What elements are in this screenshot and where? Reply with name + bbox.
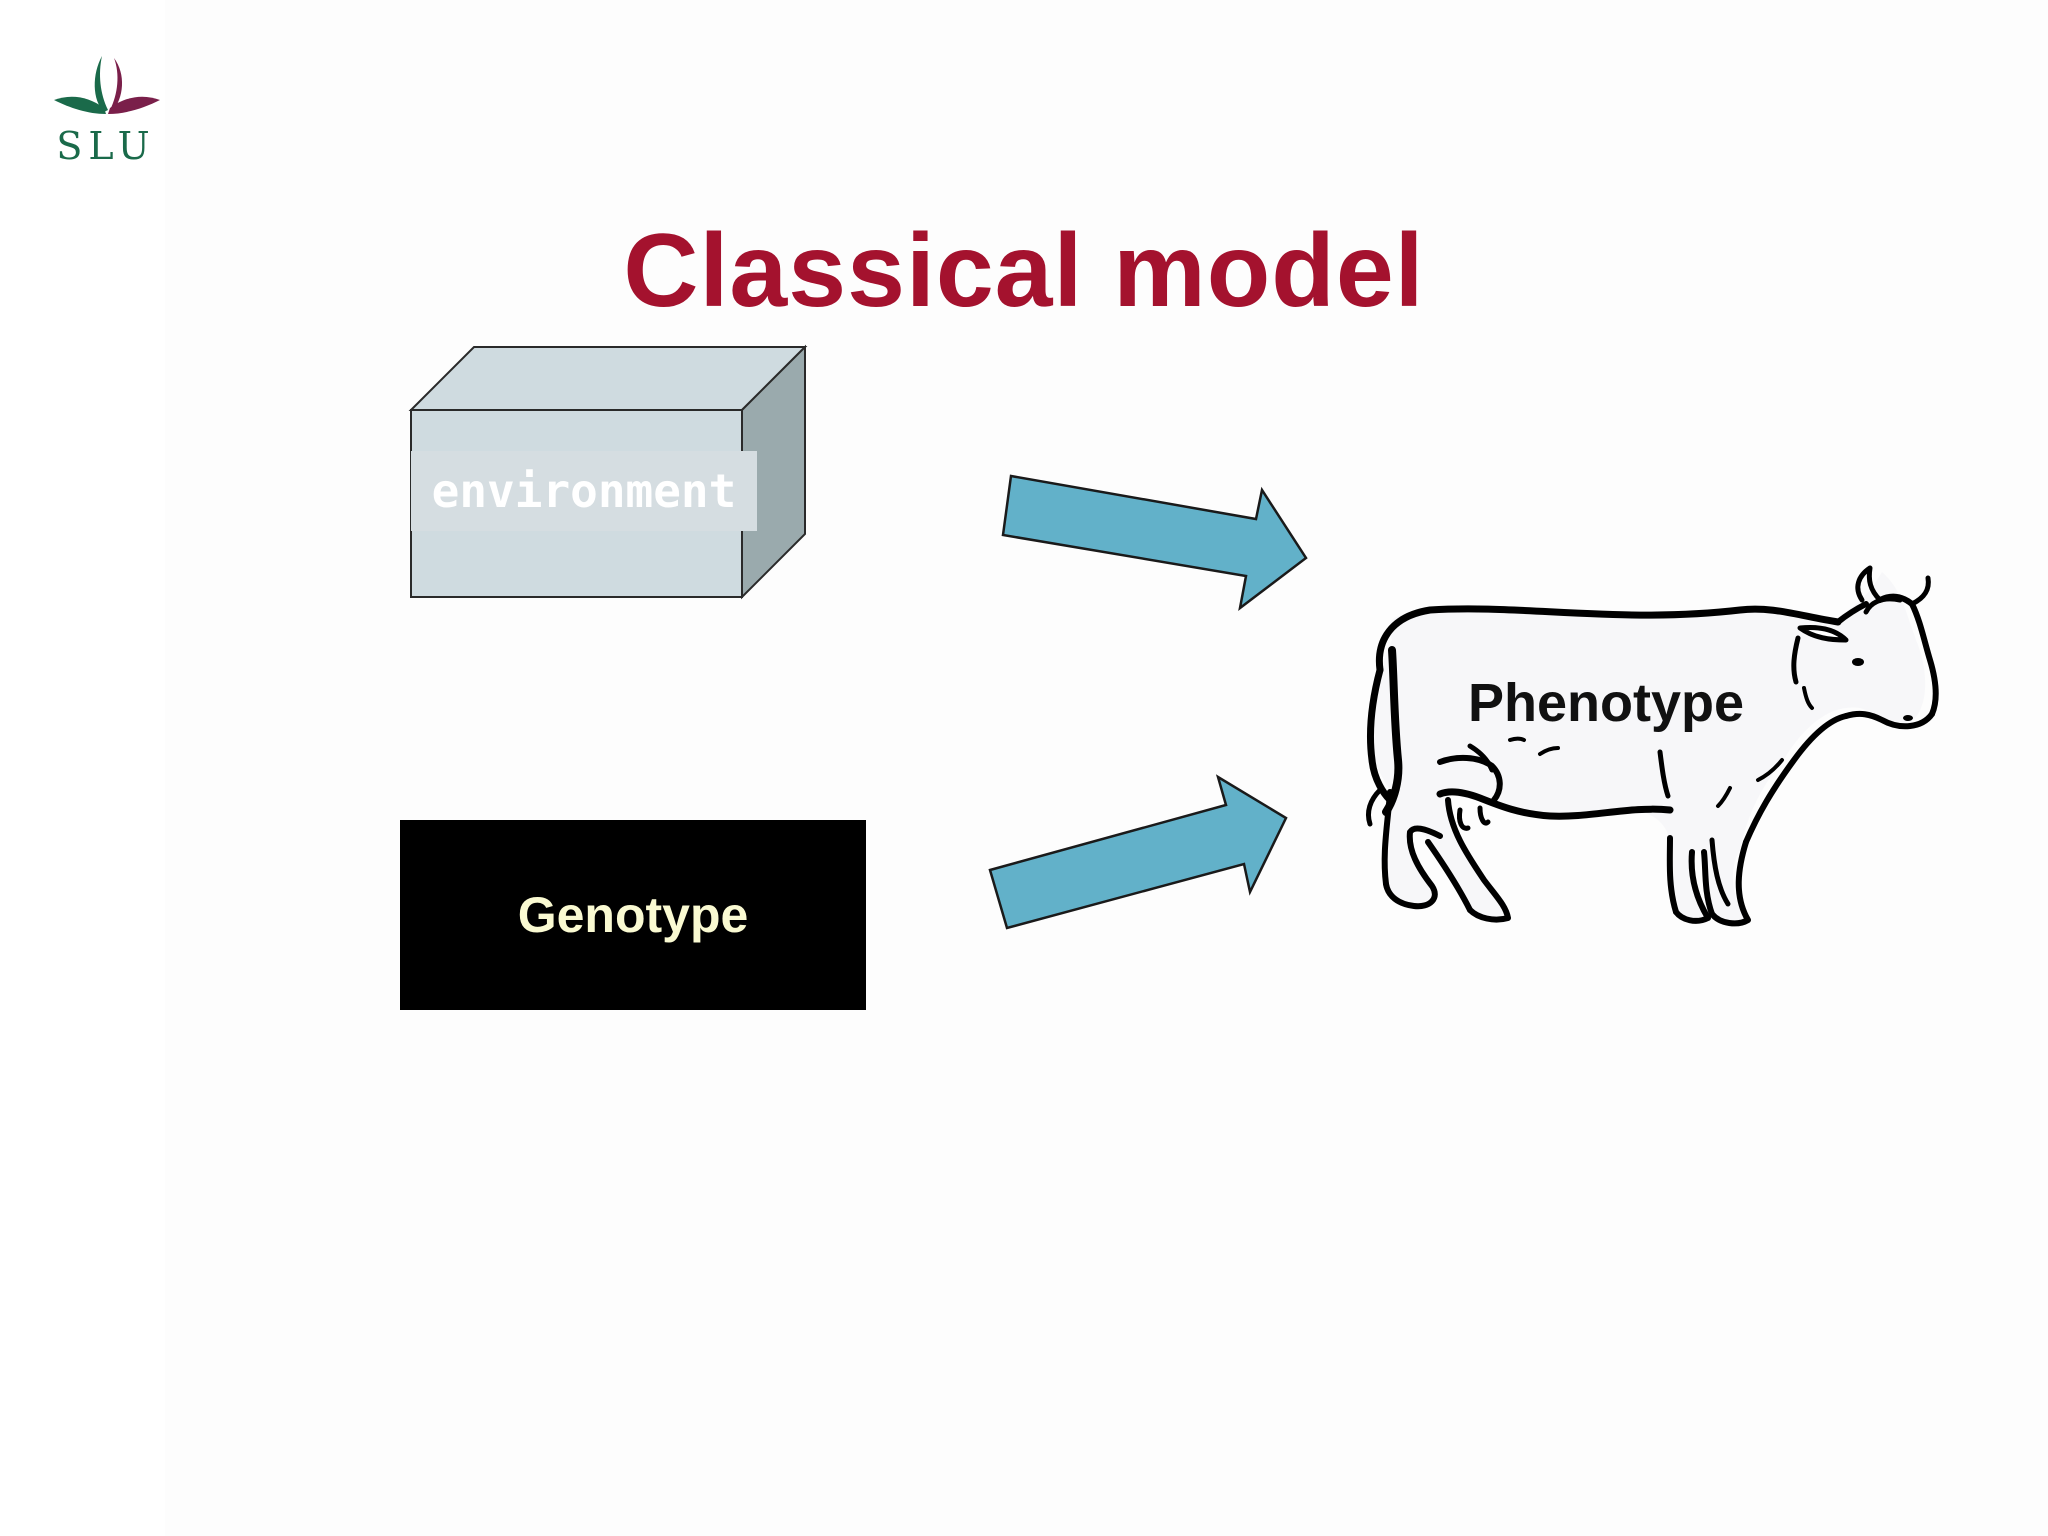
environment-box-top (408, 346, 808, 411)
cow-illustration (1365, 565, 1939, 927)
slide-title-text: Classical model (623, 213, 1425, 329)
genotype-arrow (988, 774, 1288, 930)
genotype-label: Genotype (517, 887, 749, 943)
left-margin (0, 0, 165, 1536)
slu-logo-text: SLU (56, 124, 156, 168)
slu-leaf-icon (54, 56, 160, 114)
slide-title: Classical model (0, 212, 2048, 331)
phenotype-label: Phenotype (1468, 673, 1745, 733)
genotype-box: Genotype (400, 820, 866, 1010)
environment-label: environment (411, 451, 757, 531)
slu-logo: SLU (48, 52, 164, 168)
environment-arrow (1001, 474, 1308, 611)
